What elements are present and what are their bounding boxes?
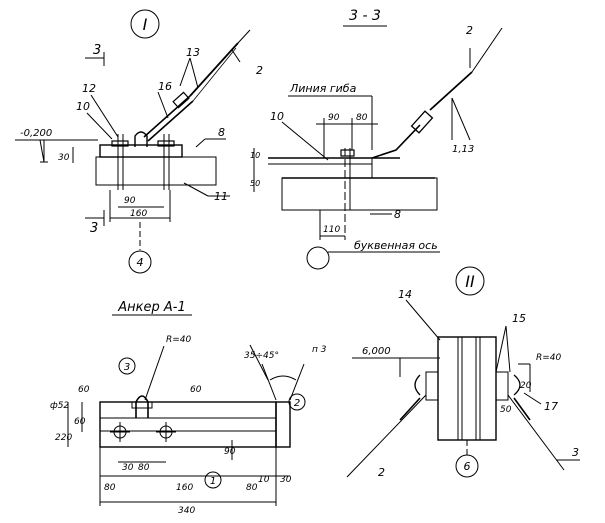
dim-90-view1: 90 [124, 196, 136, 206]
callout-4: 4 [137, 256, 144, 269]
radius-40-anchor: R=40 [166, 335, 192, 345]
dim-20-view2: 20 [520, 381, 532, 391]
callout-3-anchor: 3 [124, 362, 130, 373]
dim-220: 220 [55, 433, 72, 443]
dim-80-right: 80 [246, 483, 258, 493]
callout-14: 14 [398, 288, 412, 301]
dim-10-anchor: 10 [258, 475, 270, 485]
callout-12: 12 [82, 82, 96, 95]
view-1-marker: I [143, 15, 148, 34]
dim-60-vert: 60 [74, 417, 86, 427]
hole-diameter: ф52 [50, 401, 69, 411]
section-3-3-geometry [253, 25, 503, 270]
dim-340: 340 [178, 506, 195, 516]
letter-axis-circle [306, 246, 330, 270]
weld-note: п 3 [312, 345, 327, 355]
cut-label-top: 3 [93, 43, 101, 58]
callout-13-view1: 13 [186, 46, 200, 59]
angle-dim: 35÷45° [244, 351, 279, 361]
callout-1-circle [204, 471, 222, 489]
callout-8-view1: 8 [218, 126, 225, 139]
view-2-marker-circle [455, 266, 485, 296]
callout-2-view2: 2 [378, 466, 385, 479]
axis-6-circle [455, 454, 479, 478]
dim-80-section: 80 [356, 113, 368, 123]
cut-label-bottom: 3 [90, 221, 98, 236]
view-1-geometry [15, 9, 251, 274]
anchor-a1-geometry [67, 314, 306, 506]
dim-30-side: 30 [280, 475, 292, 485]
callout-2-circle [288, 393, 306, 411]
dim-160-view1: 160 [130, 209, 147, 219]
callout-10-section: 10 [270, 110, 284, 123]
dim-80-inner: 80 [138, 463, 150, 473]
elevation-view-2: 6,000 [362, 346, 391, 357]
dim-60-right: 60 [190, 385, 202, 395]
callout-2-anchor: 2 [294, 398, 300, 409]
callout-10-view1: 10 [76, 100, 90, 113]
callout-16: 16 [158, 80, 172, 93]
section-title: 3 - 3 [349, 8, 381, 24]
dim-50-section: 50 [250, 179, 260, 188]
bend-line-label: Линия гиба [289, 82, 357, 95]
callout-15: 15 [512, 312, 526, 325]
callout-3-circle [118, 357, 136, 375]
dim-50-view2: 50 [500, 405, 512, 415]
callout-1: 1 [210, 476, 216, 487]
view-2-geometry [346, 266, 580, 478]
axis-4-circle [128, 250, 152, 274]
elevation-top: -0,200 [20, 128, 52, 139]
callout-2-view1: 2 [256, 64, 263, 77]
anchor-title: Анкер А-1 [117, 300, 185, 315]
view-2-marker: II [465, 272, 475, 291]
callout-17: 17 [544, 400, 558, 413]
callout-6: 6 [464, 460, 471, 473]
dim-110-section: 110 [323, 225, 340, 235]
dim-10-section: 10 [250, 151, 260, 160]
dim-90-section: 90 [328, 113, 340, 123]
callout-3-view2: 3 [572, 446, 579, 459]
dim-160-anchor: 160 [176, 483, 193, 493]
dim-30-anchor: 30 [122, 463, 134, 473]
dim-90-anchor: 90 [224, 447, 236, 457]
callout-11: 11 [214, 190, 228, 203]
letter-axis-label: буквенная ось [354, 239, 438, 252]
callout-2-section: 2 [466, 24, 473, 37]
view-1-marker-circle [130, 9, 160, 39]
callout-1-13: 1,13 [452, 144, 474, 155]
dim-80-left: 80 [104, 483, 116, 493]
dim-60-left: 60 [78, 385, 90, 395]
radius-40-view2: R=40 [536, 353, 562, 363]
dim-30-view1: 30 [58, 153, 70, 163]
callout-8-section: 8 [394, 208, 401, 221]
